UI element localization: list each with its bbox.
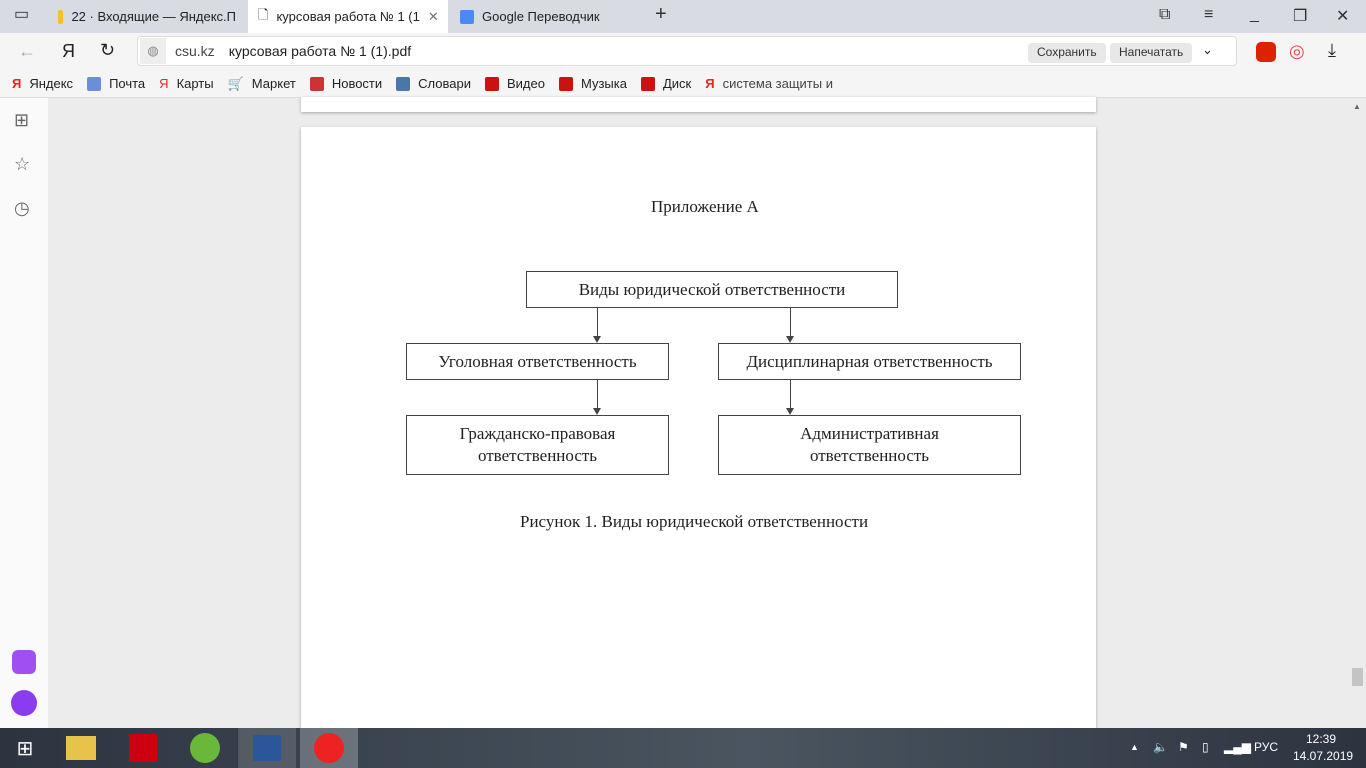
volume-icon[interactable]: 🔈 bbox=[1153, 740, 1168, 754]
url-title: курсовая работа № 1 (1).pdf bbox=[228, 43, 412, 59]
tab-label: Google Переводчик bbox=[482, 9, 600, 24]
adblock-icon[interactable] bbox=[1256, 42, 1276, 62]
pdf-page-1 bbox=[301, 97, 1096, 112]
tab-bar: ▭ 22 · Входящие — Яндекс.П 🗋 курсовая раб… bbox=[0, 0, 1366, 33]
diagram-disciplinary: Дисциплинарная ответственность bbox=[718, 343, 1021, 380]
opera-icon bbox=[485, 76, 499, 91]
clock-time[interactable]: 12:39 bbox=[1306, 732, 1337, 746]
bookmarks-bar: Я Яндекс Почта Я Карты 🛒 Маркет Новости Сло… bbox=[0, 70, 1366, 98]
opera-icon bbox=[640, 76, 655, 91]
url-domain: csu.kz bbox=[175, 43, 215, 59]
bookmark-label: Видео bbox=[507, 76, 545, 91]
diagram-root: Виды юридической ответственности bbox=[526, 271, 898, 308]
new-tab-icon[interactable]: + bbox=[655, 3, 667, 25]
tray-expand-icon[interactable]: ▲ bbox=[1130, 742, 1139, 752]
target-icon[interactable]: ◎ bbox=[1289, 41, 1305, 61]
tab-label: курсовая работа № 1 (1 bbox=[276, 9, 420, 24]
menu-icon[interactable]: ≡ bbox=[1204, 6, 1214, 23]
document-icon: 🗋 bbox=[258, 6, 269, 22]
vk-icon bbox=[396, 76, 411, 91]
bookmark-mail[interactable]: Почта bbox=[87, 76, 145, 91]
figure-caption: Рисунок 1. Виды юридической ответственно… bbox=[520, 512, 869, 531]
bookmark-dict[interactable]: Словари bbox=[396, 76, 471, 91]
google-translate-icon bbox=[460, 9, 474, 24]
taskbar: ⊞ ▲ 🔈 ⚑ ▯ ▂▄▆ РУС 12:39 14.07.2019 bbox=[0, 728, 1366, 768]
bookmark-label: Новости bbox=[331, 76, 383, 91]
diagram-criminal: Уголовная ответственность bbox=[406, 343, 669, 380]
cart-icon: 🛒 bbox=[227, 75, 244, 91]
windows-start-icon[interactable]: ⊞ bbox=[16, 737, 34, 760]
action-center-icon[interactable]: ⚑ bbox=[1178, 740, 1189, 754]
save-button[interactable]: Сохранить bbox=[1028, 43, 1106, 63]
scrollbar-thumb[interactable] bbox=[1352, 668, 1363, 686]
bookmark-label: Почта bbox=[109, 76, 146, 91]
bookmarks-icon[interactable]: ⧉ bbox=[1159, 6, 1171, 23]
bookmark-video[interactable]: Видео bbox=[485, 76, 545, 91]
download-icon[interactable]: ⤓ bbox=[1328, 40, 1336, 60]
print-button[interactable]: Напечатать bbox=[1110, 43, 1193, 63]
battery-icon[interactable]: ▯ bbox=[1202, 740, 1209, 754]
bookmark-maps[interactable]: Я Карты bbox=[159, 76, 213, 91]
close-tab-icon[interactable]: ✕ bbox=[427, 8, 439, 24]
signal-icon[interactable]: ▂▄▆ bbox=[1224, 740, 1251, 754]
bookmark-market[interactable]: 🛒 Маркет bbox=[228, 76, 296, 92]
mail-icon bbox=[87, 76, 102, 91]
close-window-icon[interactable]: ✕ bbox=[1336, 8, 1350, 25]
tab-pdf[interactable]: 🗋 курсовая работа № 1 (1 ✕ bbox=[248, 0, 448, 33]
globe-icon: ◍ bbox=[140, 38, 166, 64]
tab-translate[interactable]: Google Переводчик bbox=[450, 0, 648, 33]
minimize-icon[interactable]: _ bbox=[1250, 6, 1259, 23]
yandex-icon: Я bbox=[12, 76, 22, 91]
utorrent-icon[interactable] bbox=[176, 728, 234, 768]
bookmark-disk[interactable]: Диск bbox=[640, 76, 692, 91]
tab-mail[interactable]: 22 · Входящие — Яндекс.П bbox=[48, 0, 246, 33]
yandex-browser-icon[interactable] bbox=[300, 728, 358, 768]
bookmark-label: система защиты и bbox=[722, 76, 833, 91]
bookmark-label: Диск bbox=[662, 76, 692, 91]
pdf-page-2: Приложение А Виды юридической ответствен… bbox=[301, 127, 1096, 737]
tab-label: 22 · Входящие — Яндекс.П bbox=[71, 9, 236, 24]
explorer-icon[interactable] bbox=[52, 728, 110, 768]
address-bar[interactable]: ◍ csu.kz курсовая работа № 1 (1).pdf Сох… bbox=[137, 36, 1237, 66]
mail-icon bbox=[58, 9, 64, 24]
restore-icon[interactable]: ❐ bbox=[1293, 8, 1308, 25]
scrollbar[interactable]: ▲ bbox=[1349, 98, 1366, 728]
diagram-civil: Гражданско-правовая ответственность bbox=[406, 415, 669, 475]
word-icon[interactable] bbox=[238, 728, 296, 768]
language-indicator[interactable]: РУС bbox=[1254, 740, 1279, 754]
bookmark-news[interactable]: Новости bbox=[309, 76, 383, 91]
tabs-panel-icon[interactable]: ▭ bbox=[14, 6, 30, 23]
sidebar: ⊞ ☆ ◷ bbox=[0, 98, 48, 728]
opera-icon bbox=[558, 76, 573, 91]
bookmark-yandex[interactable]: Я Яндекс bbox=[12, 76, 73, 91]
bookmark-label: Яндекс bbox=[29, 76, 74, 91]
bookmark-label: Маркет bbox=[251, 76, 296, 91]
yandex-icon: Я bbox=[705, 76, 715, 91]
alice-icon[interactable] bbox=[11, 690, 37, 716]
maps-icon: Я bbox=[159, 76, 169, 91]
chevron-down-icon[interactable]: ⌄ bbox=[1202, 42, 1213, 57]
history-icon[interactable]: ◷ bbox=[14, 198, 30, 218]
clock-date[interactable]: 14.07.2019 bbox=[1293, 749, 1354, 763]
news-icon bbox=[309, 76, 324, 91]
appendix-title: Приложение А bbox=[651, 197, 759, 216]
yandex-icon[interactable]: Я bbox=[62, 41, 75, 61]
diagram-administrative: Административная ответственность bbox=[718, 415, 1021, 475]
star-icon[interactable]: ☆ bbox=[14, 154, 31, 174]
huawei-icon[interactable] bbox=[114, 728, 172, 768]
bookmark-label: Музыка bbox=[580, 76, 627, 91]
back-icon[interactable]: ← bbox=[18, 41, 36, 61]
reload-icon[interactable]: ↻ bbox=[100, 40, 116, 60]
bookmark-label: Карты bbox=[176, 76, 214, 91]
bookmark-label: Словари bbox=[418, 76, 471, 91]
alice-app-icon[interactable] bbox=[12, 650, 36, 674]
apps-grid-icon[interactable]: ⊞ bbox=[14, 110, 30, 130]
bookmark-music[interactable]: Музыка bbox=[558, 76, 627, 91]
